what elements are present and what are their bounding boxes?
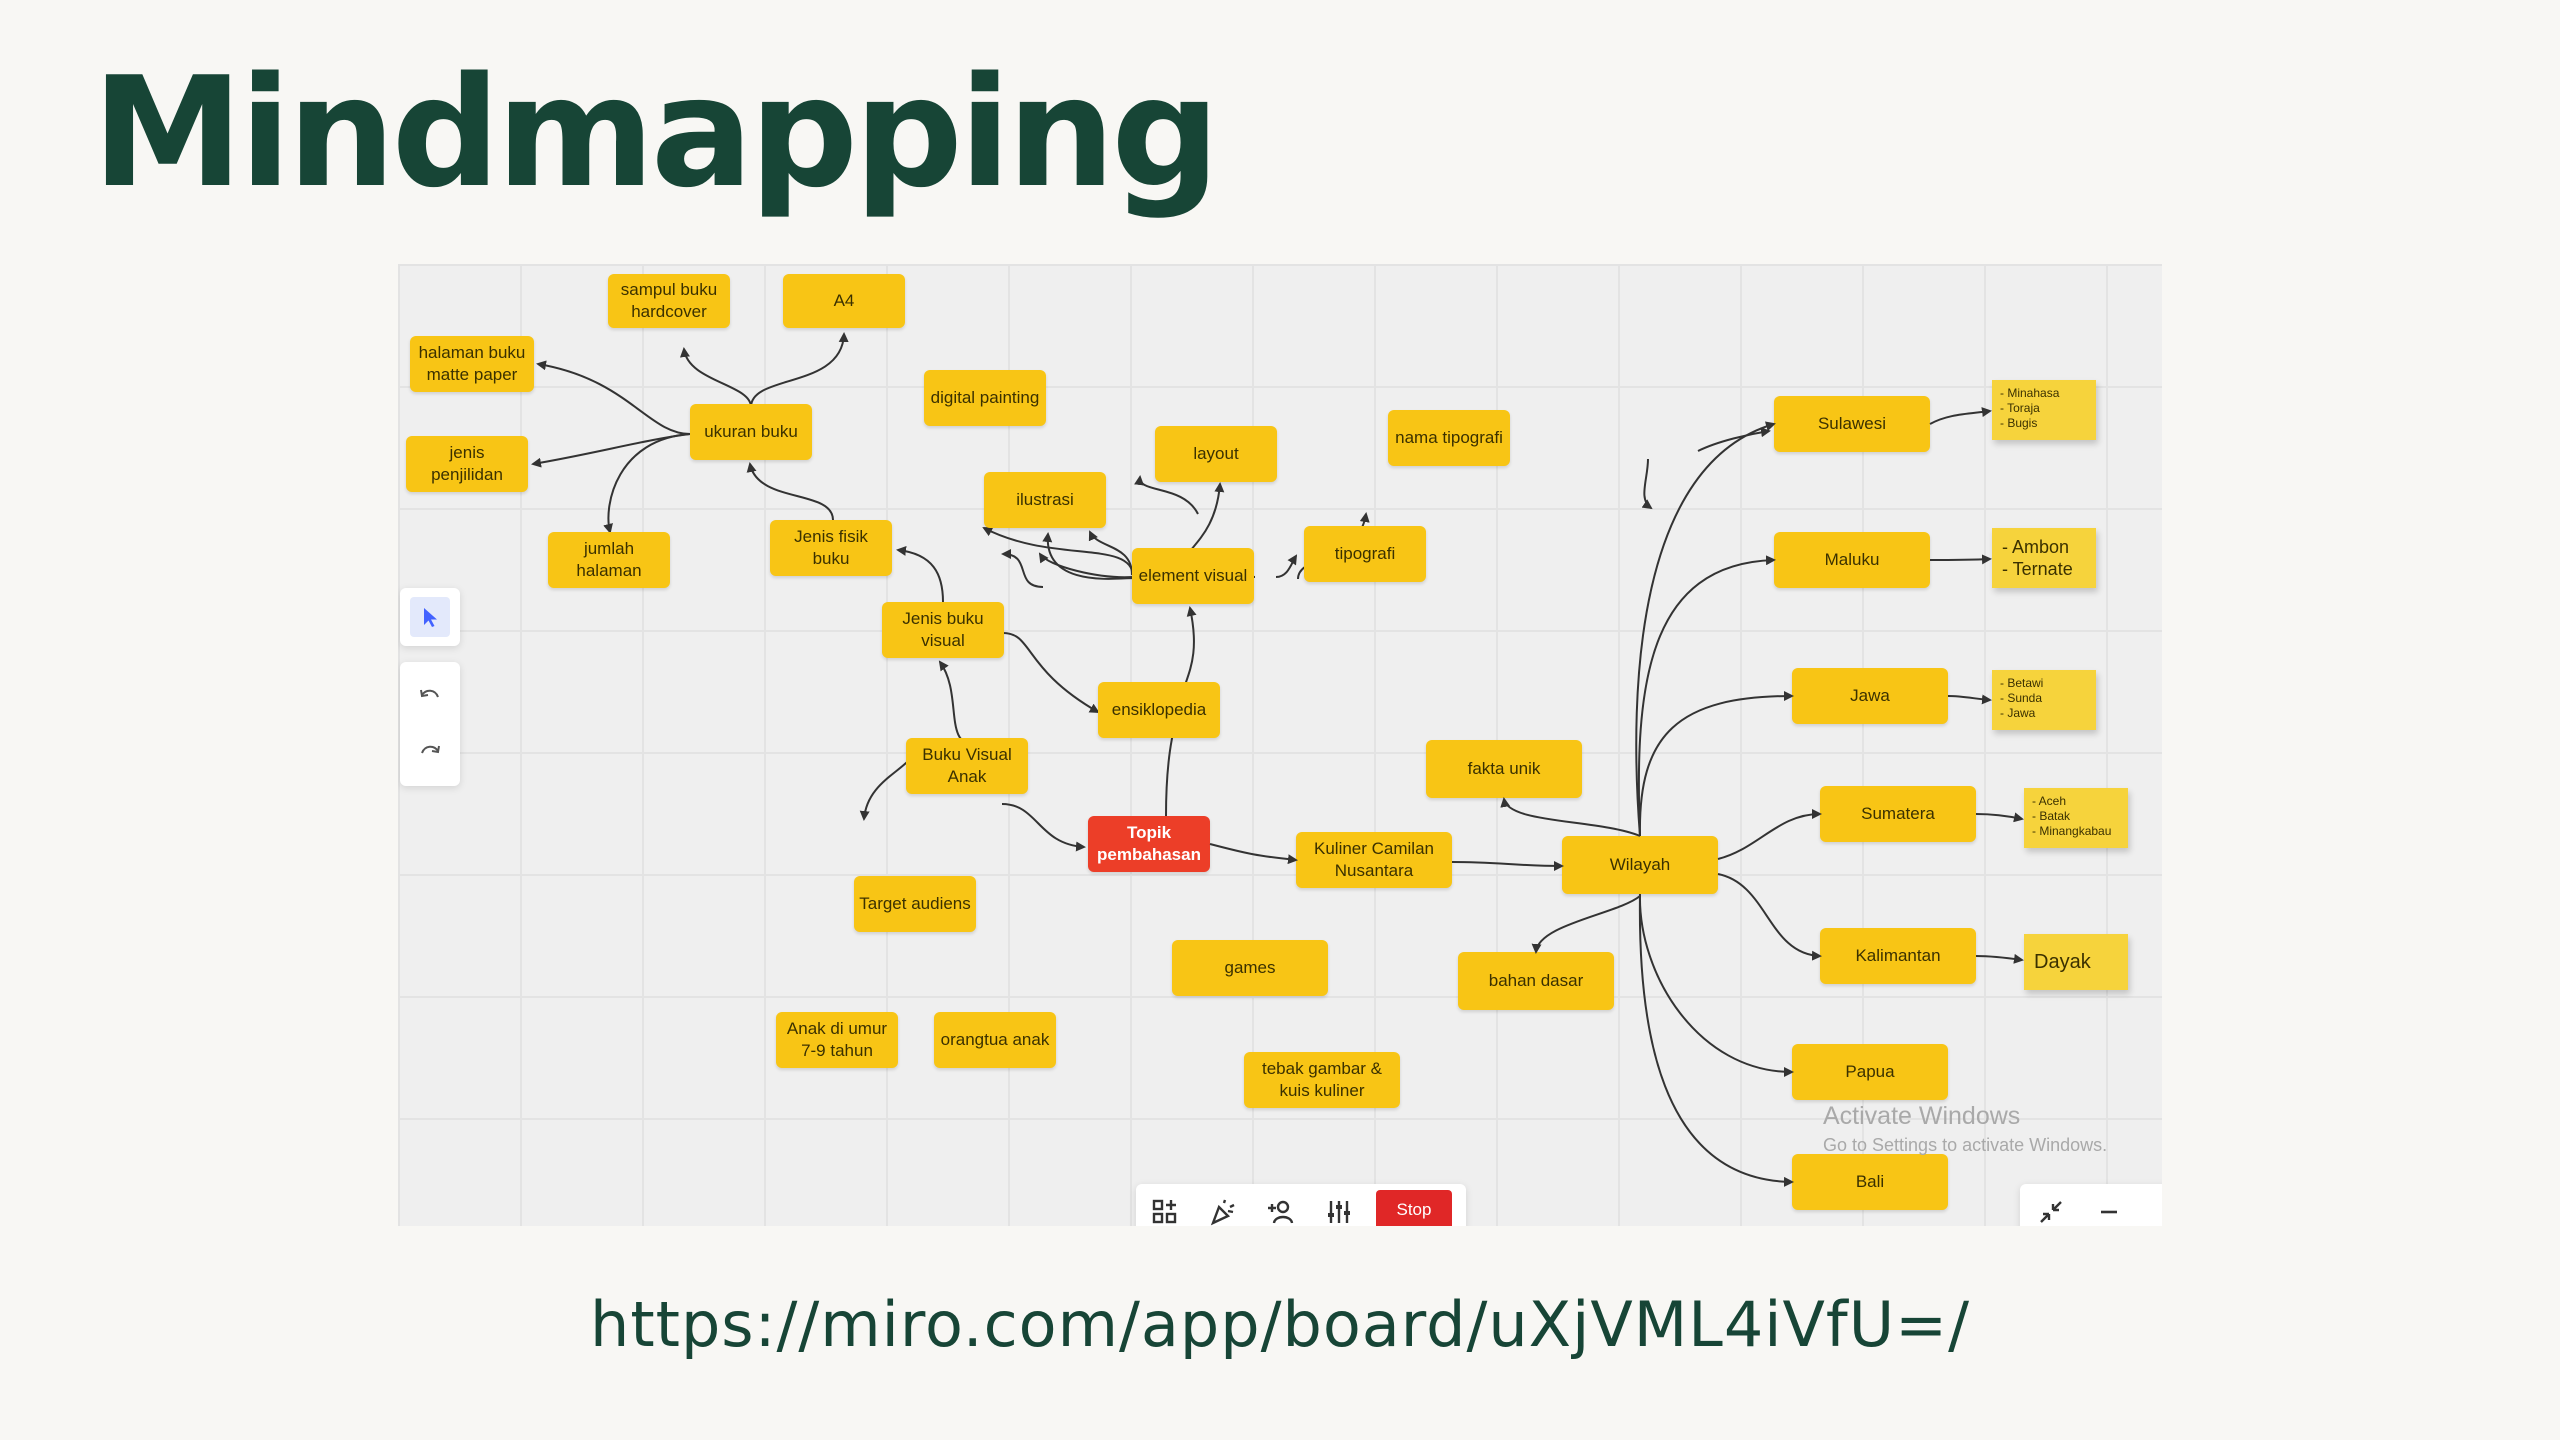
node-ukuran-buku[interactable]: ukuran buku <box>690 404 812 460</box>
celebrate-icon[interactable] <box>1206 1194 1240 1226</box>
node-jenis-penjilidan[interactable]: jenis penjilidan <box>406 436 528 492</box>
sticky-note-sumatera[interactable]: - Aceh - Batak - Minangkabau <box>2024 788 2128 848</box>
node-jenis-fisik-buku[interactable]: Jenis fisik buku <box>770 520 892 576</box>
sticky-note-kalimantan[interactable]: Dayak <box>2024 934 2128 990</box>
node-layout[interactable]: layout <box>1155 426 1277 482</box>
node-kuliner-camilan[interactable]: Kuliner Camilan Nusantara <box>1296 832 1452 888</box>
node-kalimantan[interactable]: Kalimantan <box>1820 928 1976 984</box>
watermark-title: Activate Windows <box>1823 1102 2021 1130</box>
node-sumatera[interactable]: Sumatera <box>1820 786 1976 842</box>
node-sampul-buku[interactable]: sampul buku hardcover <box>608 274 730 328</box>
windows-activation-watermark: Activate Windows Go to Settings to activ… <box>1823 1102 2107 1156</box>
node-tebak-gambar[interactable]: tebak gambar & kuis kuliner <box>1244 1052 1400 1108</box>
apps-icon[interactable] <box>1148 1194 1182 1226</box>
node-jawa[interactable]: Jawa <box>1792 668 1948 724</box>
node-ensiklopedia[interactable]: ensiklopedia <box>1098 682 1220 738</box>
node-sulawesi[interactable]: Sulawesi <box>1774 396 1930 452</box>
node-games[interactable]: games <box>1172 940 1328 996</box>
miro-board-screenshot: sampul buku hardcover A4 halaman buku ma… <box>398 264 2162 1226</box>
node-tipografi[interactable]: tipografi <box>1304 526 1426 582</box>
left-toolbar-select <box>400 588 460 646</box>
node-ilustrasi[interactable]: ilustrasi <box>984 472 1106 528</box>
sticky-note-jawa[interactable]: - Betawi - Sunda - Jawa <box>1992 670 2096 730</box>
node-maluku[interactable]: Maluku <box>1774 532 1930 588</box>
node-digital-painting[interactable]: digital painting <box>924 370 1046 426</box>
node-topik-pembahasan[interactable]: Topik pembahasan <box>1088 816 1210 872</box>
node-bahan-dasar[interactable]: bahan dasar <box>1458 952 1614 1010</box>
slide-title: Mindmapping <box>92 44 1220 221</box>
redo-icon[interactable] <box>410 732 450 772</box>
node-fakta-unik[interactable]: fakta unik <box>1426 740 1582 798</box>
settings-sliders-icon[interactable] <box>1322 1194 1356 1226</box>
node-papua[interactable]: Papua <box>1792 1044 1948 1100</box>
node-a4[interactable]: A4 <box>783 274 905 328</box>
node-buku-visual-anak[interactable]: Buku Visual Anak <box>906 738 1028 794</box>
sticky-note-maluku[interactable]: - Ambon - Ternate <box>1992 528 2096 588</box>
node-target-audiens[interactable]: Target audiens <box>854 876 976 932</box>
left-toolbar-history <box>400 662 460 786</box>
watermark-subtitle: Go to Settings to activate Windows. <box>1823 1135 2108 1155</box>
zoom-toolbar <box>2020 1184 2162 1226</box>
board-url[interactable]: https://miro.com/app/board/uXjVML4iVfU=/ <box>590 1288 1970 1361</box>
node-jenis-buku-visual[interactable]: Jenis buku visual <box>882 602 1004 658</box>
add-user-icon[interactable] <box>1264 1194 1298 1226</box>
node-element-visual[interactable]: element visual <box>1132 548 1254 604</box>
node-bali[interactable]: Bali <box>1792 1154 1948 1210</box>
node-wilayah[interactable]: Wilayah <box>1562 836 1718 894</box>
node-jumlah-halaman[interactable]: jumlah halaman <box>548 532 670 588</box>
zoom-out-icon[interactable] <box>2092 1194 2126 1226</box>
sticky-note-sulawesi[interactable]: - Minahasa - Toraja - Bugis <box>1992 380 2096 440</box>
bottom-toolbar: Stop <box>1136 1184 1466 1226</box>
collapse-icon[interactable] <box>2034 1194 2068 1226</box>
stop-button[interactable]: Stop <box>1376 1190 1452 1226</box>
node-orangtua-anak[interactable]: orangtua anak <box>934 1012 1056 1068</box>
node-nama-tipografi[interactable]: nama tipografi <box>1388 410 1510 466</box>
cursor-arrow-icon[interactable] <box>410 597 450 637</box>
node-halaman-buku[interactable]: halaman buku matte paper <box>410 336 534 392</box>
node-anak-umur[interactable]: Anak di umur 7-9 tahun <box>776 1012 898 1068</box>
undo-icon[interactable] <box>410 676 450 716</box>
